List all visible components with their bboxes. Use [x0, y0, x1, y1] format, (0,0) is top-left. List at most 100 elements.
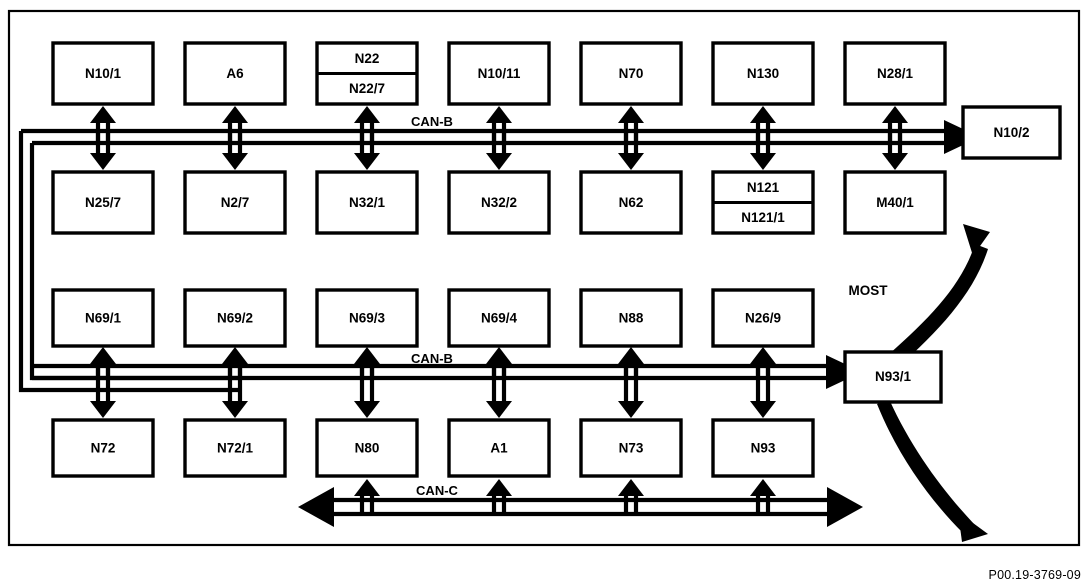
box-label: N93/1 [875, 369, 912, 384]
row1-bus-connectors [90, 106, 908, 143]
component-box-n69-2[interactable]: N69/2 [183, 288, 287, 348]
can-c-label: CAN-C [416, 483, 458, 498]
component-box-n93-1[interactable]: N93/1 [843, 350, 943, 404]
row1-connector-n10-11-head [486, 106, 512, 123]
box-outline [315, 418, 419, 478]
box-outline [51, 288, 155, 348]
can-c-arrow-left [298, 487, 334, 527]
row3-connector-n69-2-head [222, 347, 248, 364]
can-b-wrap-outer [18, 131, 240, 393]
row2-connector-n32-2-head [486, 153, 512, 170]
box-outline [447, 418, 551, 478]
component-box-m40-1[interactable]: M40/1 [843, 170, 947, 235]
component-box-n62[interactable]: N62 [579, 170, 683, 235]
row2-connector-n25-7-head [90, 153, 116, 170]
box-label: N69/2 [217, 311, 253, 326]
component-box-n70[interactable]: N70 [579, 41, 683, 106]
component-box-n28-1[interactable]: N28/1 [843, 41, 947, 106]
component-box-n73[interactable]: N73 [579, 418, 683, 478]
box-outline [711, 418, 815, 478]
figure-code: P00.19-3769-09 [988, 568, 1081, 582]
row3-connector-n69-3-head [354, 347, 380, 364]
box-label: A1 [490, 441, 508, 456]
component-box-n26-9[interactable]: N26/9 [711, 288, 815, 348]
box-label: N73 [619, 441, 644, 456]
box-outline [579, 288, 683, 348]
component-box-n2-7[interactable]: N2/7 [183, 170, 287, 235]
box-outline [315, 170, 419, 235]
box-label: N2/7 [221, 195, 250, 210]
component-box-n80[interactable]: N80 [315, 418, 419, 478]
box-outline [51, 41, 155, 106]
box-label: N69/4 [481, 311, 518, 326]
component-box-a1[interactable]: A1 [447, 418, 551, 478]
box-label: N93 [751, 441, 776, 456]
box-outline [579, 170, 683, 235]
most-label: MOST [849, 283, 889, 298]
row4-connector-n93-head [750, 401, 776, 418]
row3-connector-n26-9-head [750, 347, 776, 364]
box-label: N130 [747, 66, 779, 81]
box-label: N28/1 [877, 66, 914, 81]
can-c-connector-n73-head [618, 479, 644, 496]
component-box-a6[interactable]: A6 [183, 41, 287, 106]
component-box-n10-2[interactable]: N10/2 [961, 105, 1062, 160]
component-box-n72[interactable]: N72 [51, 418, 155, 478]
component-box-n130[interactable]: N130 [711, 41, 815, 106]
component-box-n69-4[interactable]: N69/4 [447, 288, 551, 348]
row3-connector-n69-4-head [486, 347, 512, 364]
component-box-n25-7[interactable]: N25/7 [51, 170, 155, 235]
box-label: N80 [355, 441, 380, 456]
box-outline [183, 170, 287, 235]
box-outline [315, 288, 419, 348]
can-c-connector-a1-head [486, 479, 512, 496]
component-box-n10-1[interactable]: N10/1 [51, 41, 155, 106]
row2-connector-n32-1-head [354, 153, 380, 170]
box-label: N88 [619, 311, 644, 326]
row4-bus-connectors [90, 366, 776, 418]
component-box-n32-1[interactable]: N32/1 [315, 170, 419, 235]
box-outline [183, 418, 287, 478]
component-box-n72-1[interactable]: N72/1 [183, 418, 287, 478]
can-c-connectors [354, 479, 776, 514]
row1-connector-a6-head [222, 106, 248, 123]
row4-connector-a1-head [486, 401, 512, 418]
box-label: N10/2 [993, 125, 1029, 140]
row3-connector-n69-1-head [90, 347, 116, 364]
component-box-n93[interactable]: N93 [711, 418, 815, 478]
row1-connector-n130-head [750, 106, 776, 123]
box-label-bottom: N121/1 [741, 210, 785, 225]
most-arc-upper [888, 244, 988, 368]
can-b-lower-label: CAN-B [411, 351, 453, 366]
box-outline [711, 288, 815, 348]
component-box-n10-11[interactable]: N10/11 [447, 41, 551, 106]
can-c-bus [298, 487, 863, 527]
box-outline [579, 418, 683, 478]
row4-connector-n73-head [618, 401, 644, 418]
can-c-arrow-right [827, 487, 863, 527]
can-b-upper-label: CAN-B [411, 114, 453, 129]
box-outline [447, 288, 551, 348]
box-outline [961, 105, 1062, 160]
box-outline [843, 350, 943, 404]
box-outline [51, 418, 155, 478]
box-label: A6 [226, 66, 244, 81]
row4-connector-n72-1-head [222, 401, 248, 418]
can-c-connector-n93-head [750, 479, 776, 496]
box-outline [183, 41, 287, 106]
component-box-n69-3[interactable]: N69/3 [315, 288, 419, 348]
component-box-n88[interactable]: N88 [579, 288, 683, 348]
box-outline [843, 41, 947, 106]
box-label: N69/3 [349, 311, 386, 326]
most-ring [877, 224, 990, 542]
box-outline [447, 170, 551, 235]
row1-connector-n10-1-head [90, 106, 116, 123]
component-box-n69-1[interactable]: N69/1 [51, 288, 155, 348]
row2-connector-n2-7-head [222, 153, 248, 170]
component-box-n32-2[interactable]: N32/2 [447, 170, 551, 235]
box-label: M40/1 [876, 195, 914, 210]
